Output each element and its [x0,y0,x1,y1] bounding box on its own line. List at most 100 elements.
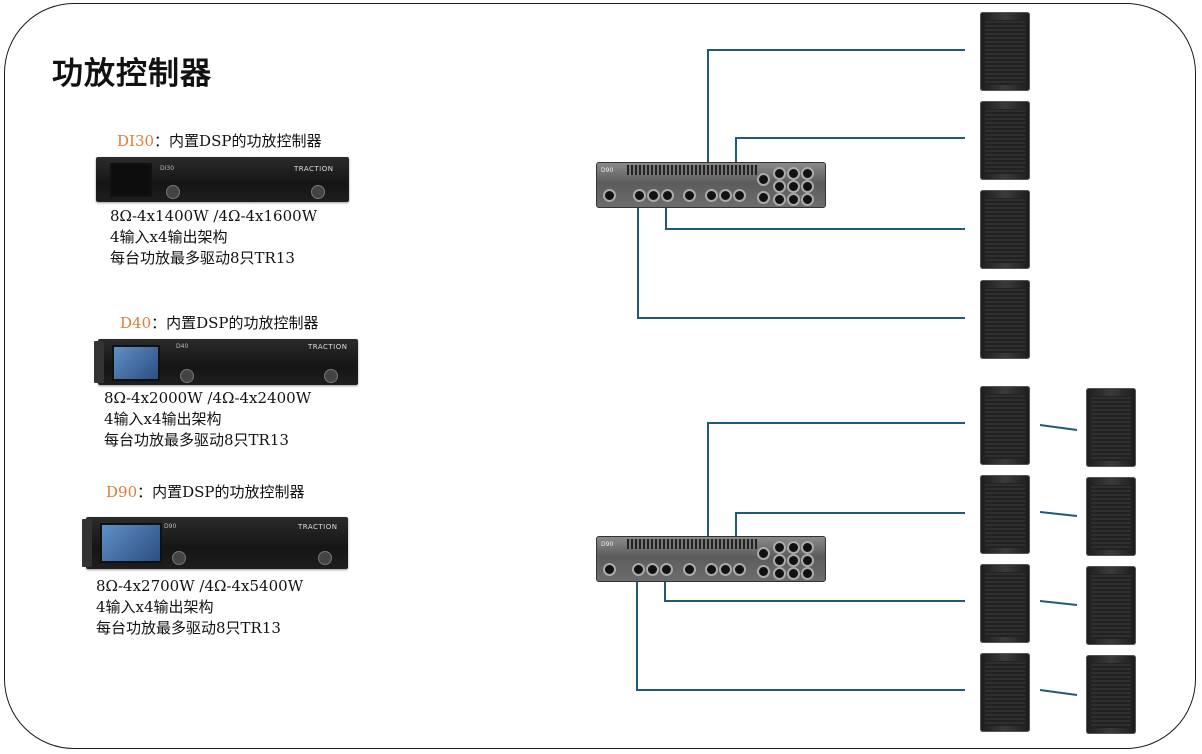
spec-power: 8Ω-4x2700W /4Ω-4x5400W [96,577,304,595]
input-jack [757,565,770,578]
input-jack [757,547,770,560]
spec-architecture: 4输入x4输出架构 [96,598,214,616]
output-jack [660,563,673,576]
product-model: DI30 [117,132,155,150]
rack-ear [94,341,104,383]
speaker-cabinet [1086,566,1136,645]
volume-knob [318,551,332,565]
input-jack [757,191,770,204]
spec-drive-capacity: 每台功放最多驱动8只TR13 [110,249,295,267]
io-jack [787,541,800,554]
cooling-vent [627,165,757,175]
output-jack [733,563,746,576]
cooling-vent [627,539,757,549]
rear-panel-label: D90 [601,541,614,548]
speaker-cable [665,198,965,230]
io-jack [801,567,814,580]
volume-knob [166,185,180,199]
amplifier-rear-panel: D90 [596,536,826,582]
power-connector [603,189,616,202]
speaker-cabinet [1086,388,1136,467]
io-jack [773,567,786,580]
brand-logo: TRACTION [298,523,338,531]
link-cable [1039,600,1078,606]
output-jack [719,189,732,202]
io-jack [787,193,800,206]
product-heading-d90: D90：内置DSP的功放控制器 [106,481,305,502]
speaker-cabinet [980,190,1030,269]
amplifier-d90-front: D90 TRACTION [82,517,348,569]
spec-power: 8Ω-4x1400W /4Ω-4x1600W [110,207,318,225]
input-jack [757,173,770,186]
speaker-cable [636,572,965,691]
io-jack [801,167,814,180]
amp-touchscreen [100,523,162,563]
output-jack [683,563,696,576]
link-cable [1039,424,1078,431]
amp-model-label: D90 [164,523,177,530]
link-cable [1039,689,1078,696]
io-jack [787,180,800,193]
product-specs-d90: 8Ω-4x2700W /4Ω-4x5400W 4输入x4输出架构 每台功放最多驱… [96,576,303,639]
output-jack [646,563,659,576]
volume-knob [324,369,338,383]
speaker-cabinet [980,653,1030,732]
rack-ear [82,519,92,567]
io-jack [801,193,814,206]
io-jack [801,541,814,554]
speaker-cabinet [980,12,1030,91]
amplifier-d40-front: D40 TRACTION [94,339,358,385]
product-heading-d40: D40：内置DSP的功放控制器 [120,312,319,333]
output-jack [705,563,718,576]
io-jack [773,180,786,193]
speaker-cable [637,198,965,319]
spec-power: 8Ω-4x2000W /4Ω-4x2400W [104,389,312,407]
power-connector [603,563,616,576]
page-title: 功放控制器 [52,56,212,92]
io-jack [787,554,800,567]
output-jack [719,563,732,576]
product-model: D40 [120,314,152,332]
speaker-cable [707,49,965,190]
rear-panel-label: D90 [601,167,614,174]
brand-logo: TRACTION [308,343,348,351]
brand-logo: TRACTION [294,165,334,173]
io-jack [787,567,800,580]
product-description: ：内置DSP的功放控制器 [137,483,305,501]
product-specs-d40: 8Ω-4x2000W /4Ω-4x2400W 4输入x4输出架构 每台功放最多驱… [104,388,311,451]
spec-architecture: 4输入x4输出架构 [104,410,222,428]
output-jack [733,189,746,202]
product-heading-di30: DI30：内置DSP的功放控制器 [117,130,321,151]
link-cable [1039,511,1078,517]
io-jack [773,541,786,554]
speaker-cabinet [980,386,1030,465]
volume-knob [180,369,194,383]
volume-knob [311,185,325,199]
io-jack [773,167,786,180]
io-jack [773,554,786,567]
spec-drive-capacity: 每台功放最多驱动8只TR13 [96,619,281,637]
volume-knob [172,551,186,565]
speaker-cabinet [980,101,1030,180]
io-jack [801,180,814,193]
product-model: D90 [106,483,138,501]
amp-model-label: DI30 [160,165,175,172]
output-jack [705,189,718,202]
output-jack [632,563,645,576]
io-jack [801,554,814,567]
io-jack [787,167,800,180]
product-specs-di30: 8Ω-4x1400W /4Ω-4x1600W 4输入x4输出架构 每台功放最多驱… [110,206,317,269]
output-jack [633,189,646,202]
output-jack [683,189,696,202]
speaker-cabinet [980,475,1030,554]
io-jack [773,193,786,206]
speaker-cabinet [980,564,1030,643]
amplifier-di30-front: DI30 TRACTION [96,157,349,202]
speaker-cabinet [1086,655,1136,734]
product-description: ：内置DSP的功放控制器 [151,314,319,332]
amplifier-rear-panel: D90 [596,162,826,208]
amp-touchscreen [112,345,160,381]
output-jack [661,189,674,202]
output-jack [647,189,660,202]
amp-display [110,163,152,197]
